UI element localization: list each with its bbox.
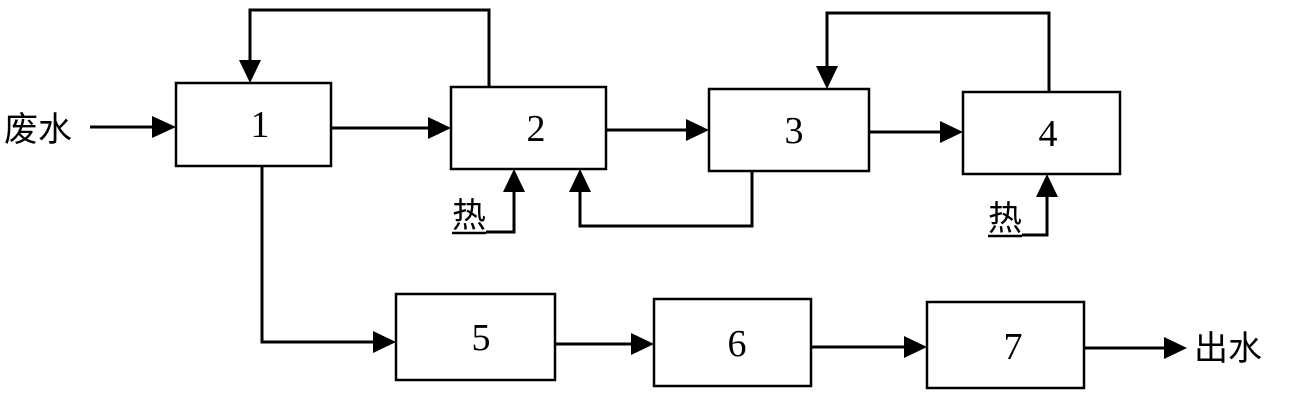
input-arrowhead xyxy=(152,116,176,138)
recycle-3-2-line xyxy=(578,171,754,228)
box-4-label: 4 xyxy=(1039,113,1058,155)
box-1 xyxy=(174,81,333,168)
arrow-1-5-line xyxy=(260,166,375,344)
recycle-4-3-head xyxy=(816,66,838,89)
arrow-6-7-head xyxy=(904,336,927,358)
heat-head-4 xyxy=(1036,174,1058,197)
recycle-4-3-line xyxy=(825,11,1051,92)
recycle-2-1-line xyxy=(248,8,491,87)
box-6 xyxy=(652,297,813,388)
arrow-3-4-head xyxy=(940,121,963,143)
heat-line-2 xyxy=(486,190,516,234)
arrow-5-6-head xyxy=(631,333,654,355)
box-3-label: 3 xyxy=(785,110,804,152)
recycle-2-1-head xyxy=(239,60,261,83)
box-5 xyxy=(394,292,557,382)
arrow-2-3-head xyxy=(686,119,709,141)
box-3 xyxy=(707,87,871,173)
arrow-1-2-head xyxy=(428,117,451,139)
output-arrowhead xyxy=(1164,337,1187,359)
box-2 xyxy=(449,85,608,171)
box-5-label: 5 xyxy=(472,317,491,359)
box-4 xyxy=(961,90,1122,176)
heat-label-4: 热 xyxy=(988,199,1022,239)
output-label: 出水 xyxy=(1194,329,1262,369)
box-1-label: 1 xyxy=(251,104,270,146)
heat-head-2 xyxy=(503,169,525,192)
heat-line-4 xyxy=(1022,195,1049,237)
heat-label-2: 热 xyxy=(452,196,486,236)
box-6-label: 6 xyxy=(728,323,747,365)
arrow-1-5-head xyxy=(373,331,396,353)
box-7-label: 7 xyxy=(1004,326,1023,368)
box-7 xyxy=(925,300,1086,390)
input-label: 废水 xyxy=(4,110,72,150)
box-2-label: 2 xyxy=(527,108,546,150)
recycle-3-2-head xyxy=(569,169,591,192)
